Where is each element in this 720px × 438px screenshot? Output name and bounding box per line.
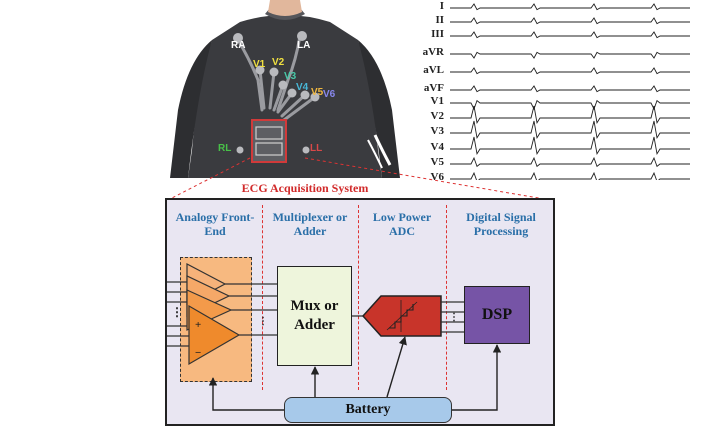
dsp-block-label: DSP: [481, 306, 513, 323]
ecg-trace-ii: [450, 17, 690, 25]
ecg-traces: [450, 3, 690, 180]
ecg-lead-label: V4: [430, 141, 444, 153]
mux-block: Mux or Adder: [277, 266, 352, 366]
afe-block: [180, 257, 252, 382]
ecg-lead-label: aVR: [422, 46, 444, 58]
electrode-label-v1: V1: [253, 59, 266, 70]
stage-divider-1: [262, 205, 263, 390]
electrode-label-v3: V3: [284, 71, 297, 82]
ecg-trace-i: [450, 3, 690, 11]
battery-block: Battery: [284, 397, 452, 423]
ecg-trace-v5: [450, 156, 690, 168]
ecg-lead-label: III: [431, 28, 444, 40]
electrode-label-la: LA: [297, 40, 311, 51]
ecg-trace-avl: [450, 67, 690, 75]
stage-header-adc: Low Power ADC: [372, 210, 432, 238]
ecg-trace-v6: [450, 171, 690, 180]
ecg-lead-label: V2: [430, 110, 444, 122]
electrode-label-v2: V2: [272, 57, 285, 68]
ecg-lead-label: V6: [430, 171, 444, 183]
system-title: ECG Acquisition System: [241, 181, 369, 195]
mux-block-label: Mux or Adder: [290, 298, 339, 333]
ecg-trace-v3: [450, 120, 690, 140]
ecg-lead-label: V1: [430, 95, 444, 107]
shirt-right-sleeve: [358, 40, 400, 178]
ecg-lead-label: aVF: [423, 82, 444, 94]
ecg-lead-label: II: [435, 14, 444, 26]
ecg-lead-label: aVL: [423, 64, 444, 76]
shirt-body: [188, 15, 382, 178]
electrode-label-rl: RL: [218, 143, 232, 154]
electrode-label-v4: V4: [296, 82, 309, 93]
electrode-label-v5: V5: [311, 87, 324, 98]
stage-header-dsp: Digital Signal Processing: [466, 210, 536, 238]
ecg-trace-v1: [450, 99, 690, 111]
battery-block-label: Battery: [345, 402, 391, 417]
dsp-block: DSP: [464, 286, 530, 344]
ecg-lead-label: V3: [430, 125, 444, 137]
ecg-trace-avf: [450, 85, 690, 93]
shirt-left-sleeve: [170, 40, 212, 178]
electrode-label-ra: RA: [231, 40, 246, 51]
ecg-trace-v2: [450, 105, 690, 125]
stage-header-mux: Multiplexer or Adder: [272, 210, 348, 238]
ecg-trace-v4: [450, 136, 690, 156]
ecg-lead-label: I: [439, 0, 444, 12]
ecg-trace-avr: [450, 51, 690, 59]
ecg-lead-label: V5: [430, 156, 444, 168]
stage-divider-2: [358, 205, 359, 390]
ecg-trace-iii: [450, 31, 690, 39]
electrode-label-v6: V6: [323, 89, 336, 100]
stage-divider-3: [446, 205, 447, 390]
electrode-pads: [233, 31, 320, 102]
stage-header-afe: Analogy Front-End: [175, 210, 255, 238]
ecg-shirt-illustration: [170, 0, 400, 178]
electrode-label-ll: LL: [310, 143, 323, 154]
